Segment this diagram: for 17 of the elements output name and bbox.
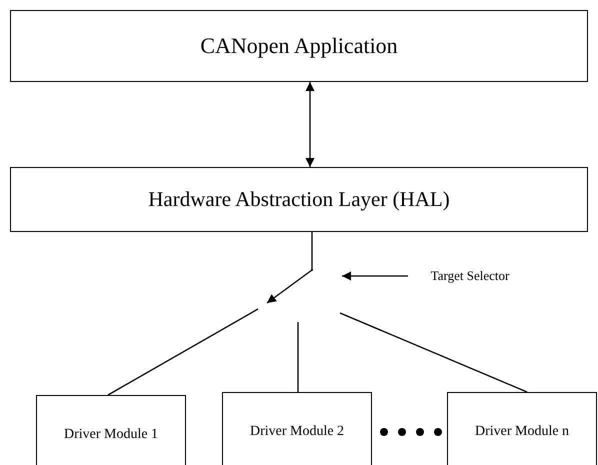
callout-label: Target Selector bbox=[430, 268, 510, 284]
module-box bbox=[447, 392, 597, 465]
box-label: CANopen Application bbox=[200, 33, 398, 59]
connector-line bbox=[108, 308, 258, 396]
box-label: Driver Module 1 bbox=[64, 427, 158, 443]
module-box bbox=[36, 395, 186, 465]
box-label: Hardware Abstraction Layer (HAL) bbox=[148, 187, 450, 212]
connector-line bbox=[311, 232, 313, 270]
application-box bbox=[10, 10, 588, 82]
box-label: Driver Module n bbox=[474, 424, 570, 440]
box-label: Driver Module 2 bbox=[250, 424, 344, 440]
leader-arrow bbox=[342, 272, 408, 280]
connector-line bbox=[297, 322, 299, 392]
layer-box bbox=[10, 167, 588, 232]
arrow bbox=[306, 82, 314, 167]
connector-line bbox=[340, 312, 528, 393]
module-box bbox=[222, 392, 372, 465]
